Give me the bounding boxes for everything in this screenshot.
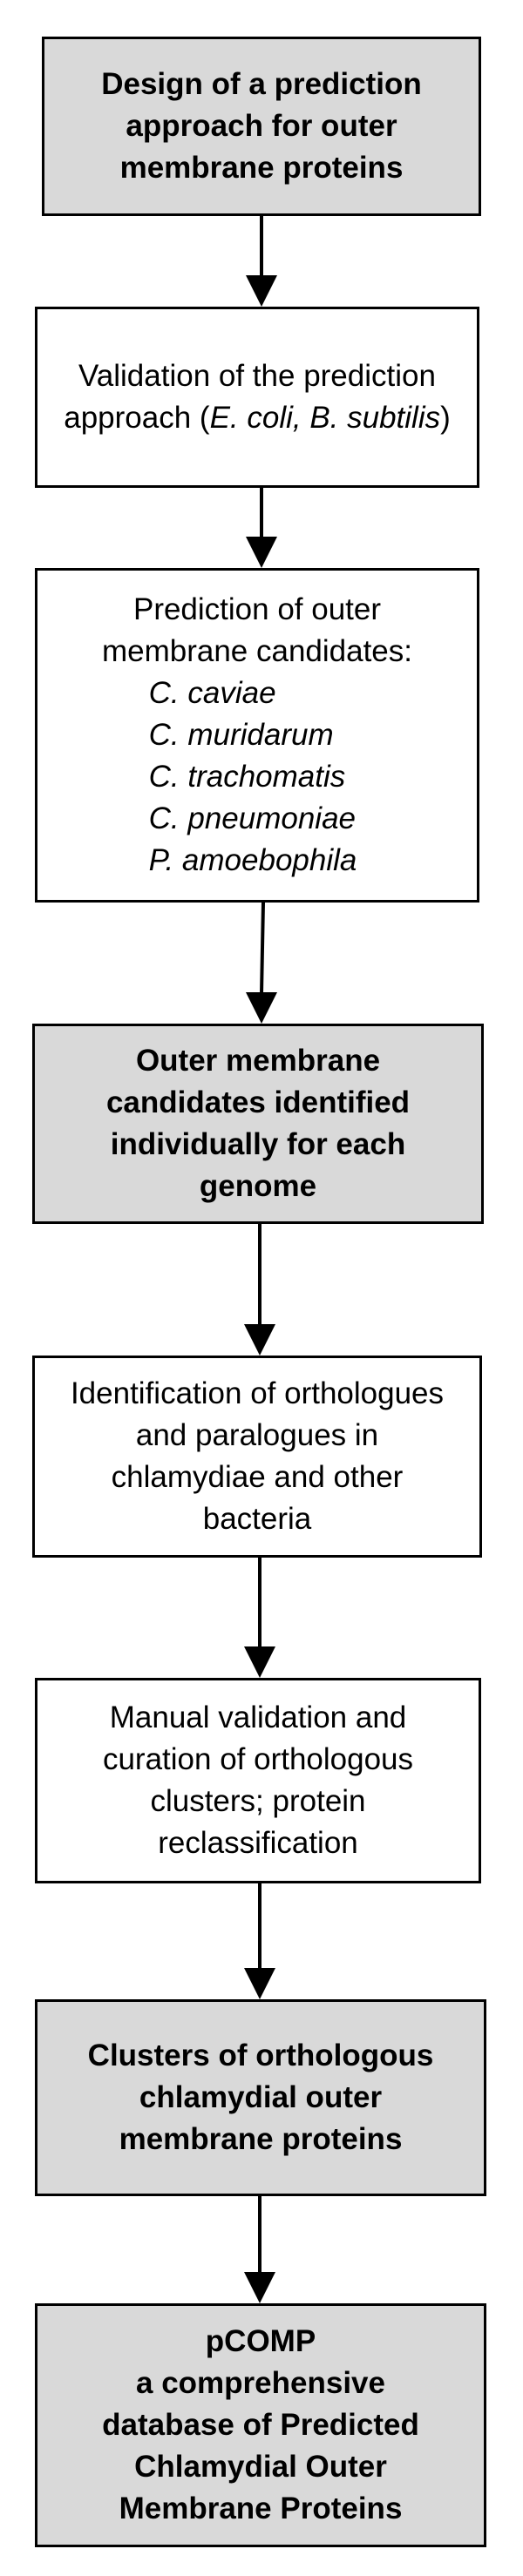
species-list: C. caviae C. muridarum C. trachomatis C.… xyxy=(149,673,357,882)
arrowhead xyxy=(246,537,277,568)
species-item: C. muridarum xyxy=(148,718,334,752)
species-item: P. amoebophila xyxy=(148,843,357,877)
step-identification-line-2: and paralogues in xyxy=(135,1418,379,1452)
step-identification-line-3: chlamydiae and other xyxy=(111,1460,404,1494)
step-manual-box: Manual validation and curation of orthol… xyxy=(35,1678,481,1883)
species-item: C. pneumoniae xyxy=(148,801,357,835)
arrowhead xyxy=(244,1968,275,1999)
step-design-box: Design of a prediction approach for oute… xyxy=(42,37,481,216)
step-candidates-line-3: individually for each xyxy=(110,1127,406,1161)
step-candidates-line-2: candidates identified xyxy=(105,1085,411,1119)
step-validation-organisms: E. coli, B. subtilis xyxy=(209,401,441,435)
step-validation-suffix: ) xyxy=(440,401,451,435)
step-validation-box: Validation of the prediction approach (E… xyxy=(35,307,479,488)
species-item: C. trachomatis xyxy=(148,760,346,794)
step-candidates-line-4: genome xyxy=(199,1169,317,1203)
step-candidates-box: Outer membrane candidates identified ind… xyxy=(32,1024,484,1224)
step-validation-line-1: Validation of the prediction xyxy=(78,359,436,393)
step-manual-line-2: curation of orthologous xyxy=(102,1742,414,1776)
arrowhead xyxy=(244,1324,275,1356)
step-pcomp-line-3: database of Predicted xyxy=(102,2408,419,2442)
step-clusters-box: Clusters of orthologous chlamydial outer… xyxy=(35,1999,486,2196)
step-clusters-line-2: chlamydial outer xyxy=(139,2080,383,2114)
step-candidates-line-1: Outer membrane xyxy=(135,1044,381,1078)
step-clusters-line-3: membrane proteins xyxy=(119,2122,403,2156)
step-manual-line-4: reclassification xyxy=(158,1826,358,1860)
step-design-line-3: membrane proteins xyxy=(119,151,404,185)
step-manual-line-3: clusters; protein xyxy=(150,1784,366,1818)
step-validation-prefix: approach ( xyxy=(64,401,210,435)
arrowhead xyxy=(246,992,277,1024)
step-pcomp-line-5: Membrane Proteins xyxy=(119,2491,403,2525)
step-identification-line-4: bacteria xyxy=(202,1502,312,1536)
arrowhead xyxy=(246,275,277,307)
step-manual-line-1: Manual validation and xyxy=(109,1700,407,1734)
step-design-line-2: approach for outer xyxy=(126,109,397,143)
step-validation-line-2: approach (E. coli, B. subtilis) xyxy=(64,397,451,439)
step-design-line-1: Design of a prediction xyxy=(101,67,422,101)
arrowhead xyxy=(244,2272,275,2303)
arrowhead xyxy=(244,1646,275,1678)
step-pcomp-line-2: a comprehensive xyxy=(136,2366,385,2400)
step-identification-box: Identification of orthologues and paralo… xyxy=(32,1356,482,1558)
step-prediction-box: Prediction of outer membrane candidates:… xyxy=(35,568,479,903)
step-pcomp-box: pCOMP a comprehensive database of Predic… xyxy=(35,2303,486,2547)
step-pcomp-line-4: Chlamydial Outer xyxy=(134,2450,387,2484)
step-identification-line-1: Identification of orthologues xyxy=(70,1376,445,1410)
arrow-prediction-to-candidates xyxy=(260,902,265,995)
species-item: C. caviae xyxy=(148,676,276,710)
step-clusters-line-1: Clusters of orthologous xyxy=(87,2038,434,2072)
step-prediction-line-2: membrane candidates: xyxy=(101,634,413,668)
step-prediction-line-1: Prediction of outer xyxy=(132,592,382,626)
step-pcomp-line-1: pCOMP xyxy=(205,2324,316,2358)
